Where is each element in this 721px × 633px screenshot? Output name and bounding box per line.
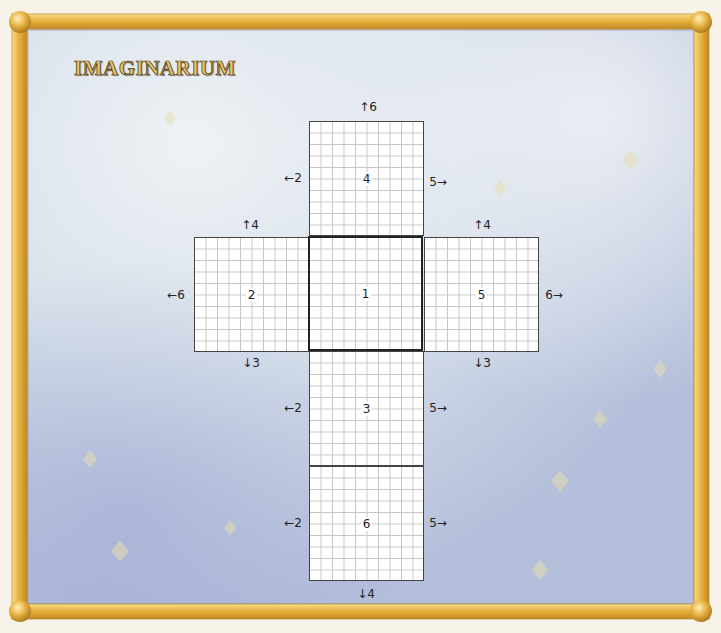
face-number: 6 xyxy=(361,517,373,531)
edge-direction-label: ←6 xyxy=(167,288,185,302)
cube-face: 5 xyxy=(424,237,539,352)
edge-direction-label: 5→ xyxy=(429,175,447,189)
edge-direction-label: ↑4 xyxy=(473,218,491,232)
watercolor-light xyxy=(26,28,696,606)
frame-bar xyxy=(694,14,709,619)
edge-direction-label: ↓4 xyxy=(357,587,375,601)
face-number: 5 xyxy=(476,288,488,302)
face-number: 4 xyxy=(361,172,373,186)
edge-direction-label: ↓3 xyxy=(473,356,491,370)
title: IMAGINARIUM xyxy=(74,56,236,81)
frame-bar xyxy=(12,14,27,619)
cube-face: 2 xyxy=(194,237,309,352)
corner-ball xyxy=(690,600,712,622)
frame-bar xyxy=(12,604,709,619)
sparkle-diamonds xyxy=(83,110,667,580)
corner-ball xyxy=(9,11,31,33)
edge-direction-label: 5→ xyxy=(429,516,447,530)
face-number: 3 xyxy=(361,402,373,416)
cube-face: 6 xyxy=(309,466,424,581)
corner-ball xyxy=(9,600,31,622)
edge-direction-label: ←2 xyxy=(284,401,302,415)
cube-face: 1 xyxy=(308,236,423,351)
inner-shadow xyxy=(26,28,696,606)
face-number: 2 xyxy=(246,288,258,302)
frame-bar xyxy=(12,14,709,29)
edge-direction-label: 5→ xyxy=(429,401,447,415)
edge-direction-label: ↑4 xyxy=(241,218,259,232)
watercolor-shade xyxy=(26,28,696,606)
cube-face: 4 xyxy=(309,121,424,236)
edge-direction-label: ←2 xyxy=(284,171,302,185)
edge-direction-label: ←2 xyxy=(284,516,302,530)
cube-face: 3 xyxy=(309,351,424,466)
watercolor-ground xyxy=(26,28,696,606)
corner-ball xyxy=(690,11,712,33)
edge-direction-label: ↓3 xyxy=(242,356,260,370)
face-number: 1 xyxy=(360,287,372,301)
edge-direction-label: ↑6 xyxy=(359,100,377,114)
edge-direction-label: 6→ xyxy=(545,288,563,302)
